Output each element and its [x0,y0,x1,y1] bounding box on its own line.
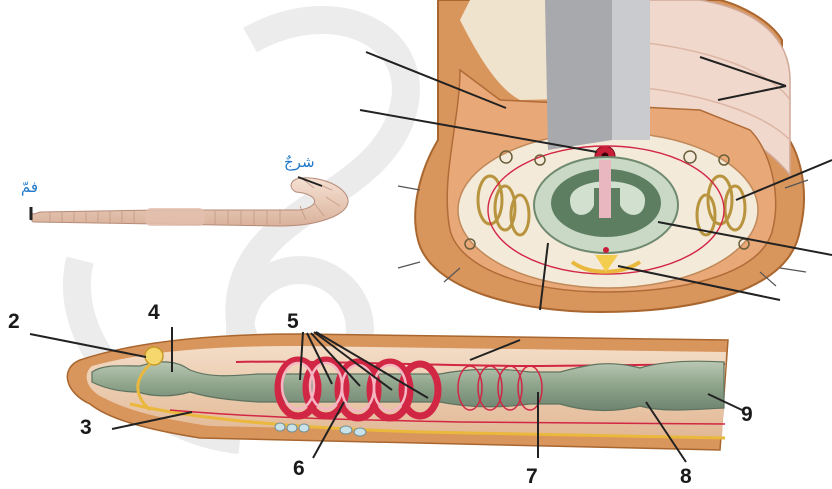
label-2: 2 [8,310,20,333]
cross-section [398,0,808,312]
label-4: 4 [148,301,160,324]
label-3: 3 [80,416,92,439]
label-8: 8 [680,465,692,488]
label-5: 5 [287,310,299,333]
label-6: 6 [293,457,305,480]
anus-label: شرجٌ [284,153,315,172]
mouth-label: فمّ [21,178,38,196]
label-7: 7 [526,465,538,488]
label-9: 9 [741,403,753,426]
longitudinal-section [67,334,728,450]
